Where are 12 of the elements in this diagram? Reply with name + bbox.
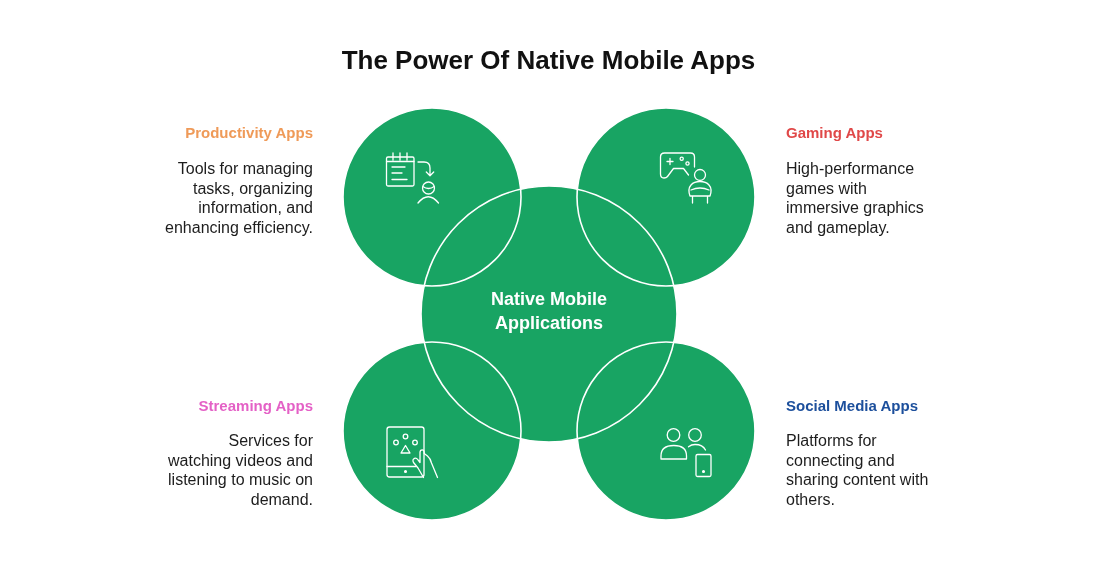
- category-description: High-performance games with immersive graphics and gameplay.: [786, 159, 925, 238]
- hub-label: Native Mobile Applications: [490, 288, 608, 335]
- category-heading: Productivity Apps: [185, 124, 313, 142]
- category-circle: [342, 341, 522, 521]
- category-heading: Streaming Apps: [198, 397, 313, 415]
- category-heading: Social Media Apps: [786, 397, 918, 415]
- diagram-title: The Power Of Native Mobile Apps: [341, 44, 756, 76]
- category-description: Tools for managing tasks, organizing information, and enhancing efficiency.: [164, 159, 313, 238]
- category-circle: [576, 341, 756, 521]
- category-description: Platforms for connecting and sharing content with others.: [786, 431, 930, 510]
- category-heading: Gaming Apps: [786, 124, 883, 142]
- category-description: Services for watching videos and listening to music on demand.: [167, 431, 313, 510]
